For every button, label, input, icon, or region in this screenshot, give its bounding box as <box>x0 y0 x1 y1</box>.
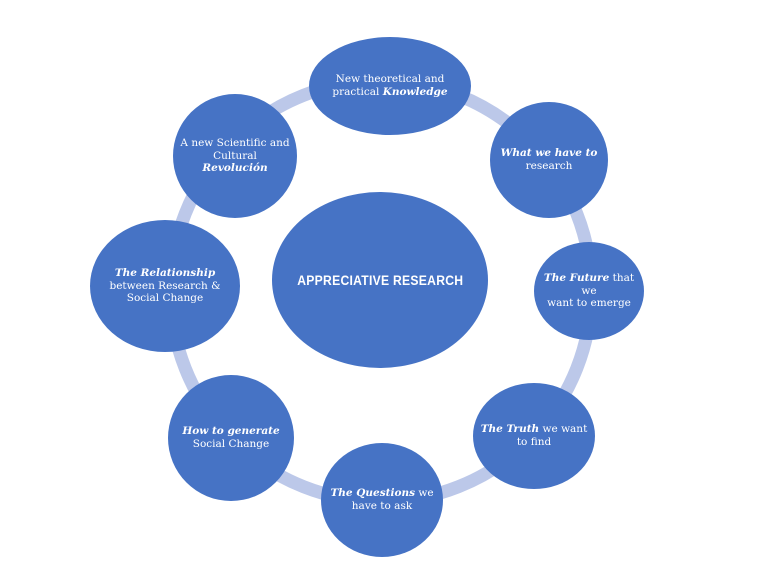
node-new-knowledge: New theoretical and practical Knowledge <box>309 37 471 135</box>
node-label: The Future that we want to emerge <box>543 271 635 310</box>
node-truth: The Truth we want to find <box>473 383 595 489</box>
center-node-label: APPRECIATIVE RESEARCH <box>296 272 464 288</box>
node-what-to-research: What we have to research <box>490 102 608 218</box>
node-future: The Future that we want to emerge <box>534 242 644 340</box>
node-label: The Truth we want to find <box>480 423 588 448</box>
node-label: A new Scientific and Cultural Revolución <box>180 136 290 175</box>
node-label: The Questions we have to ask <box>330 487 434 512</box>
node-questions: The Questions we have to ask <box>321 443 443 557</box>
node-label: The Relationship between Research & Soci… <box>109 266 221 305</box>
node-label: What we have to research <box>500 147 598 172</box>
node-label: New theoretical and practical Knowledge <box>332 73 448 98</box>
node-how-social-change: How to generate Social Change <box>168 375 294 501</box>
node-relationship: The Relationship between Research & Soci… <box>90 220 240 352</box>
center-node-appreciative-research: APPRECIATIVE RESEARCH <box>272 192 488 368</box>
node-label: How to generate Social Change <box>182 425 280 450</box>
node-revolution: A new Scientific and Cultural Revolución <box>173 94 297 218</box>
